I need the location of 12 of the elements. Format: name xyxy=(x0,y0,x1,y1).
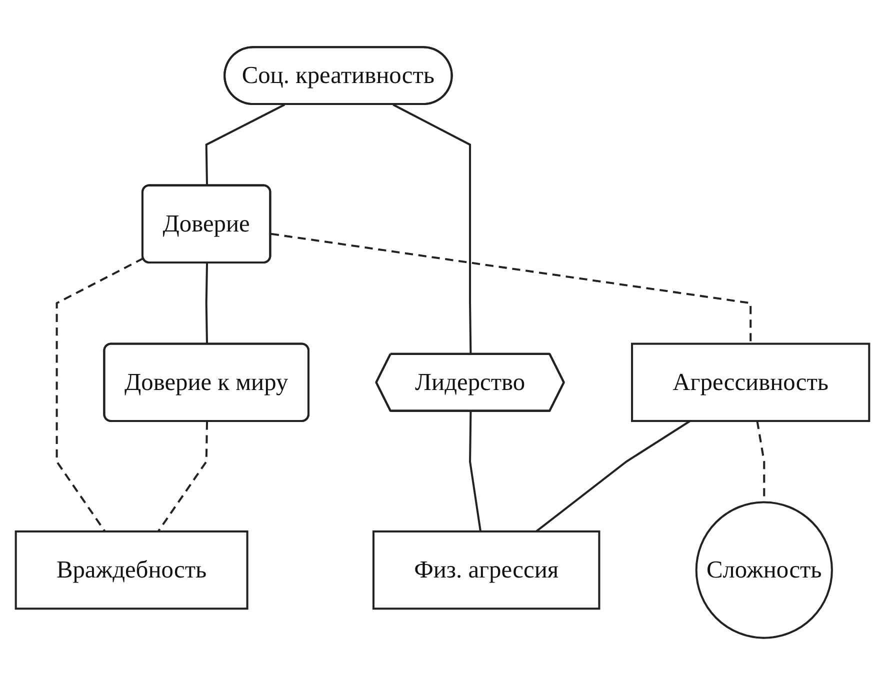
node-box: Враждебность xyxy=(14,530,248,610)
connector xyxy=(392,104,472,355)
connector xyxy=(536,420,691,532)
connector xyxy=(157,422,208,532)
connector xyxy=(469,411,482,532)
connector xyxy=(205,104,286,186)
node-box: Физ. агрессия xyxy=(372,530,600,610)
connector xyxy=(205,263,208,344)
connector xyxy=(270,232,752,344)
node-circle: Сложность xyxy=(695,501,833,639)
connector xyxy=(56,257,144,532)
node-box: Агрессивность xyxy=(631,342,870,422)
